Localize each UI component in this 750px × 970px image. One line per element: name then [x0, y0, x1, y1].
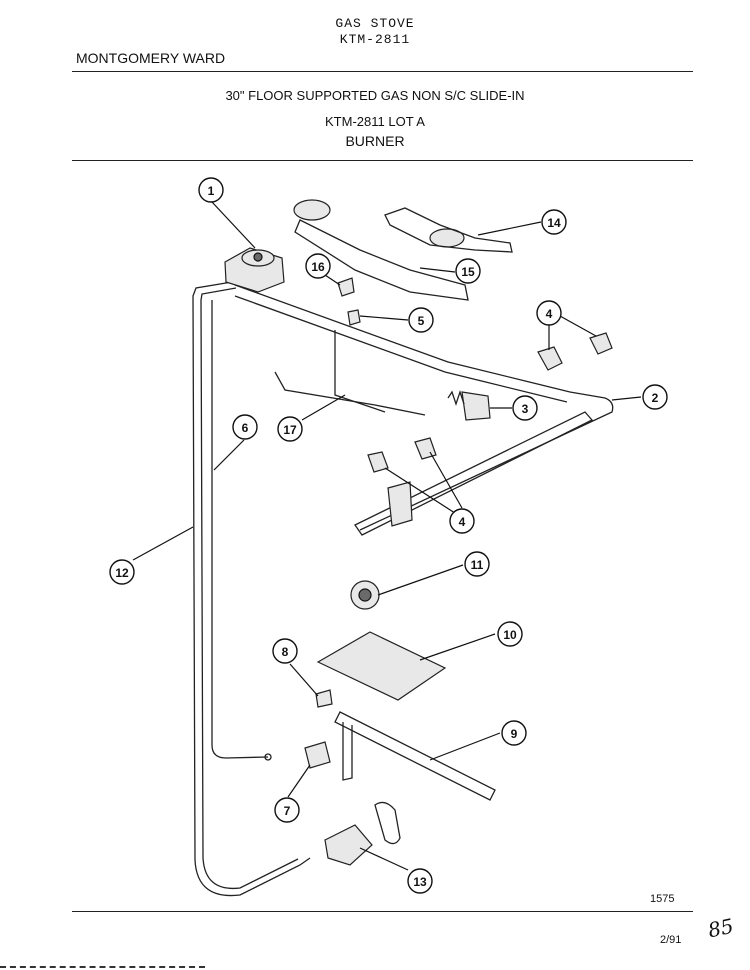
leader-11 — [377, 564, 464, 596]
svg-text:16: 16 — [311, 260, 325, 274]
regulator-knob — [253, 252, 263, 262]
section-title: BURNER — [345, 133, 405, 149]
manifold-pipe-2-lower — [234, 295, 568, 403]
leader-7 — [287, 764, 311, 798]
leader-17 — [301, 394, 346, 421]
callout-6: 6 — [232, 414, 258, 440]
callout-14: 14 — [541, 209, 567, 235]
callout-17: 17 — [277, 416, 303, 442]
svg-text:9: 9 — [511, 727, 518, 741]
leader-16 — [324, 274, 341, 286]
callout-2: 2 — [642, 384, 668, 410]
leader-1 — [211, 201, 256, 249]
svg-text:8: 8 — [282, 645, 289, 659]
svg-text:3: 3 — [522, 402, 529, 416]
safety-valve-13 — [324, 824, 373, 866]
brand-name: MONTGOMERY WARD — [76, 50, 226, 66]
callout-8: 8 — [272, 638, 298, 664]
bracket-rod-9-stem — [342, 722, 353, 781]
callout-10: 10 — [497, 621, 523, 647]
tube-17-upper — [334, 330, 386, 413]
header-title-line-2: KTM-2811 — [339, 32, 411, 47]
orifice-hood-upper-b — [589, 332, 613, 355]
leader-4b-2 — [429, 451, 463, 509]
burner-head-left — [293, 199, 331, 221]
callout-4-upper: 4 — [536, 300, 562, 326]
svg-text:5: 5 — [418, 314, 425, 328]
fitting-7 — [304, 741, 331, 769]
callout-7: 7 — [274, 797, 300, 823]
scan-edge-mark — [0, 966, 205, 968]
callout-13: 13 — [407, 868, 433, 894]
svg-text:4: 4 — [546, 307, 553, 321]
callout-15: 15 — [455, 258, 481, 284]
callout-1: 1 — [198, 177, 224, 203]
bracket-rod-9 — [334, 711, 496, 801]
section-rule — [72, 160, 693, 161]
callout-4-lower: 4 — [449, 508, 475, 534]
svg-text:17: 17 — [283, 423, 297, 437]
svg-text:14: 14 — [547, 216, 561, 230]
orifice-5 — [347, 309, 361, 326]
leader-5 — [359, 315, 409, 321]
footer-rule — [72, 911, 693, 912]
leader-6 — [213, 439, 245, 471]
gas-tube-12-inner — [200, 287, 299, 890]
leader-4a-2 — [559, 315, 597, 337]
header-rule — [72, 71, 693, 72]
leader-14 — [477, 221, 542, 236]
orifice-hood-lower-a — [367, 451, 389, 473]
valve-3 — [461, 391, 491, 421]
diagram-number: 1575 — [650, 893, 675, 905]
leader-10 — [419, 633, 496, 661]
callout-5: 5 — [408, 307, 434, 333]
svg-text:2: 2 — [652, 391, 659, 405]
manifold-pipe-2 — [234, 284, 614, 531]
svg-text:12: 12 — [115, 566, 129, 580]
leader-8 — [289, 663, 319, 697]
svg-text:1: 1 — [208, 184, 215, 198]
burner-tube-15 — [294, 219, 469, 301]
svg-text:13: 13 — [413, 875, 427, 889]
leader-13 — [359, 847, 409, 871]
orifice-hood-upper-a — [537, 346, 563, 371]
header-title-line-1: GAS STOVE — [335, 16, 415, 31]
burner-tube-14 — [384, 207, 513, 253]
svg-text:7: 7 — [284, 804, 291, 818]
leader-9 — [429, 732, 501, 761]
leader-2 — [611, 396, 642, 401]
leader-15 — [419, 267, 456, 273]
heat-shield-10 — [316, 631, 447, 701]
valve-3-spring — [447, 389, 465, 407]
manifold-rail — [354, 411, 594, 536]
callout-11: 11 — [464, 551, 490, 577]
svg-text:10: 10 — [503, 628, 517, 642]
model-lot-line: KTM-2811 LOT A — [325, 114, 425, 129]
tube-6 — [211, 300, 269, 759]
svg-text:11: 11 — [471, 558, 484, 572]
callout-12: 12 — [109, 559, 135, 585]
svg-text:15: 15 — [461, 265, 475, 279]
callout-9: 9 — [501, 720, 527, 746]
safety-valve-13-coil — [374, 801, 401, 845]
leader-4b-1 — [384, 467, 459, 516]
svg-text:6: 6 — [242, 421, 249, 435]
gas-tube-12 — [192, 281, 311, 897]
callout-16: 16 — [305, 253, 331, 279]
callout-3: 3 — [512, 395, 538, 421]
diagram-subtitle: 30" FLOOR SUPPORTED GAS NON S/C SLIDE-IN — [225, 88, 525, 103]
nut-11-hole — [358, 588, 372, 602]
svg-text:4: 4 — [459, 515, 466, 529]
bracket-16 — [337, 277, 355, 297]
tube-17 — [274, 371, 426, 416]
tube-6-fitting — [264, 753, 272, 761]
date-code: 2/91 — [660, 934, 682, 946]
support-bracket — [387, 481, 413, 527]
leader-12 — [132, 526, 194, 561]
clip-8 — [315, 689, 333, 708]
